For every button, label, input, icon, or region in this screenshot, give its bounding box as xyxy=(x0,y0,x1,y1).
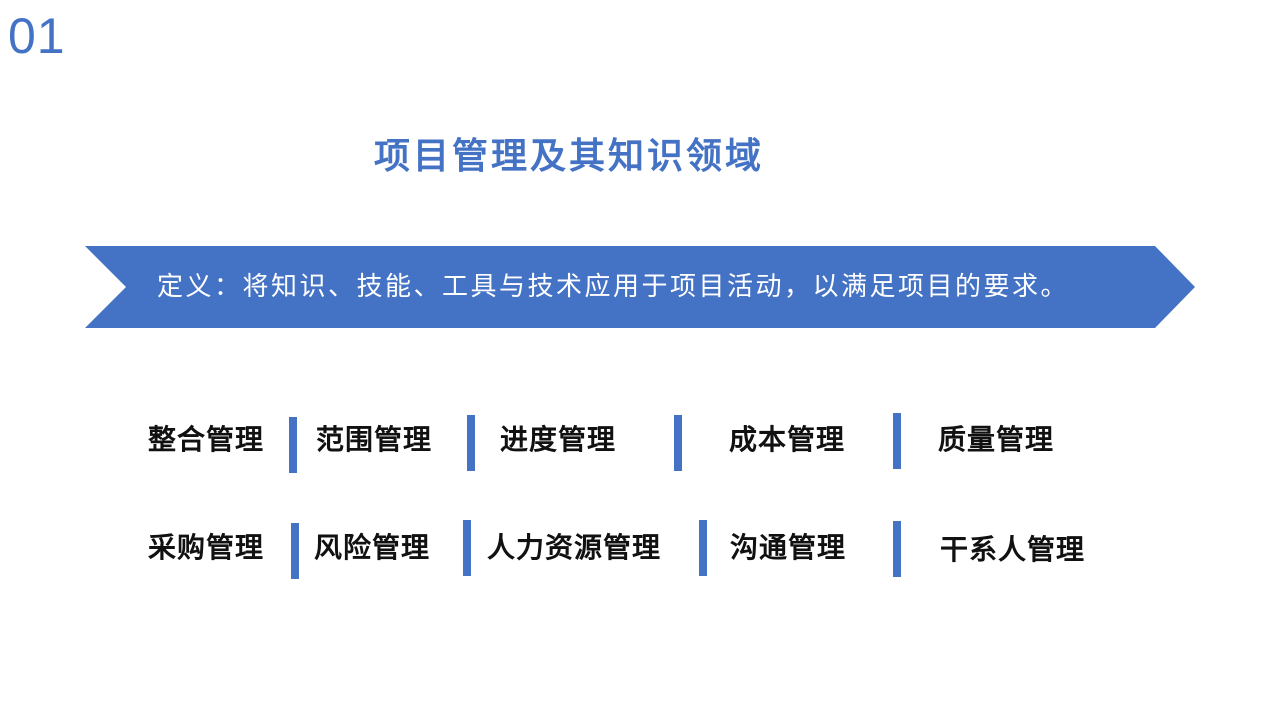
separator-bar xyxy=(291,523,299,579)
definition-banner: 定义：将知识、技能、工具与技术应用于项目活动，以满足项目的要求。 xyxy=(85,246,1195,328)
area-risk-management: 风险管理 xyxy=(314,531,431,564)
area-stakeholder-management: 干系人管理 xyxy=(940,533,1086,566)
slide-number: 01 xyxy=(8,8,66,64)
area-quality-management: 质量管理 xyxy=(938,423,1055,456)
separator-bar xyxy=(463,520,471,576)
separator-bar xyxy=(893,521,901,577)
separator-bar xyxy=(699,520,707,576)
slide-title: 项目管理及其知识领域 xyxy=(374,135,765,177)
area-schedule-management: 进度管理 xyxy=(500,423,617,456)
separator-bar xyxy=(467,415,475,471)
area-procurement-management: 采购管理 xyxy=(148,531,265,564)
separator-bar xyxy=(289,417,297,473)
area-communications-management: 沟通管理 xyxy=(730,531,847,564)
definition-text: 定义：将知识、技能、工具与技术应用于项目活动，以满足项目的要求。 xyxy=(157,272,1070,302)
chevron-arrow-shape xyxy=(85,246,1195,328)
area-cost-management: 成本管理 xyxy=(729,423,846,456)
separator-bar xyxy=(893,413,901,469)
separator-bar xyxy=(674,415,682,471)
area-scope-management: 范围管理 xyxy=(316,423,433,456)
area-integration-management: 整合管理 xyxy=(148,423,265,456)
area-human-resource-management: 人力资源管理 xyxy=(487,531,662,564)
